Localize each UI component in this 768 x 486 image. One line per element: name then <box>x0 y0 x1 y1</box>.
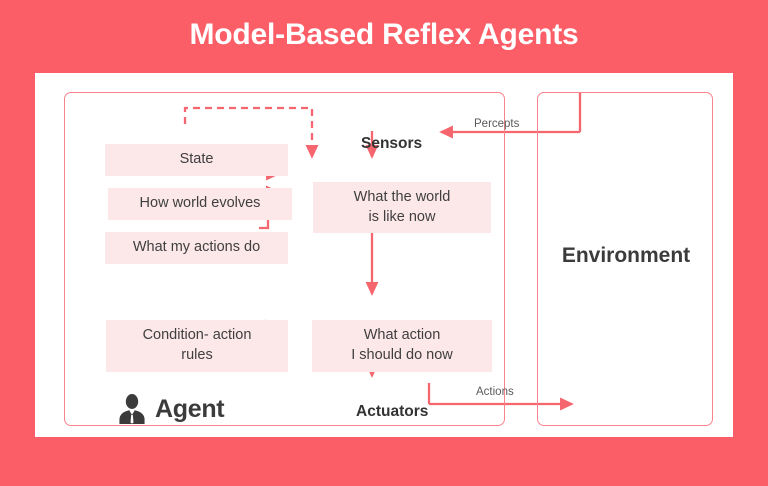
agent-label: Agent <box>155 394 225 423</box>
label-sensors: Sensors <box>361 135 423 152</box>
box-cond-rules-line2: rules <box>181 347 213 363</box>
label-actions: Actions <box>476 386 514 398</box>
box-what-my-actions-do: What my actions do <box>105 232 288 264</box>
box-state: State <box>105 144 288 176</box>
label-percepts: Percepts <box>474 118 520 130</box>
environment-label: Environment <box>561 244 691 267</box>
diagram-card: State How world evolves What my actions … <box>35 73 733 437</box>
agent-footer: Agent <box>117 393 225 425</box>
box-what-the-world-is-like-now: What the world is like now <box>313 182 491 233</box>
box-what-action-line2: I should do now <box>351 347 453 363</box>
environment-box: Environment <box>537 92 713 426</box>
label-actuators: Actuators <box>356 403 429 420</box>
box-cond-rules-line1: Condition- action <box>142 327 252 344</box>
box-what-action-i-should-do-now: What action I should do now <box>312 320 492 372</box>
agent-boundary: State How world evolves What my actions … <box>64 92 505 426</box>
person-icon <box>119 394 145 424</box>
box-condition-action-rules: Condition- action rules <box>106 320 288 372</box>
page-title: Model-Based Reflex Agents <box>189 18 579 51</box>
box-how-world-evolves: How world evolves <box>108 188 292 220</box>
box-world-now-line2: is like now <box>368 208 436 225</box>
box-what-action-line1: What action <box>363 327 441 344</box>
box-world-now-line1: What the world <box>353 188 451 205</box>
